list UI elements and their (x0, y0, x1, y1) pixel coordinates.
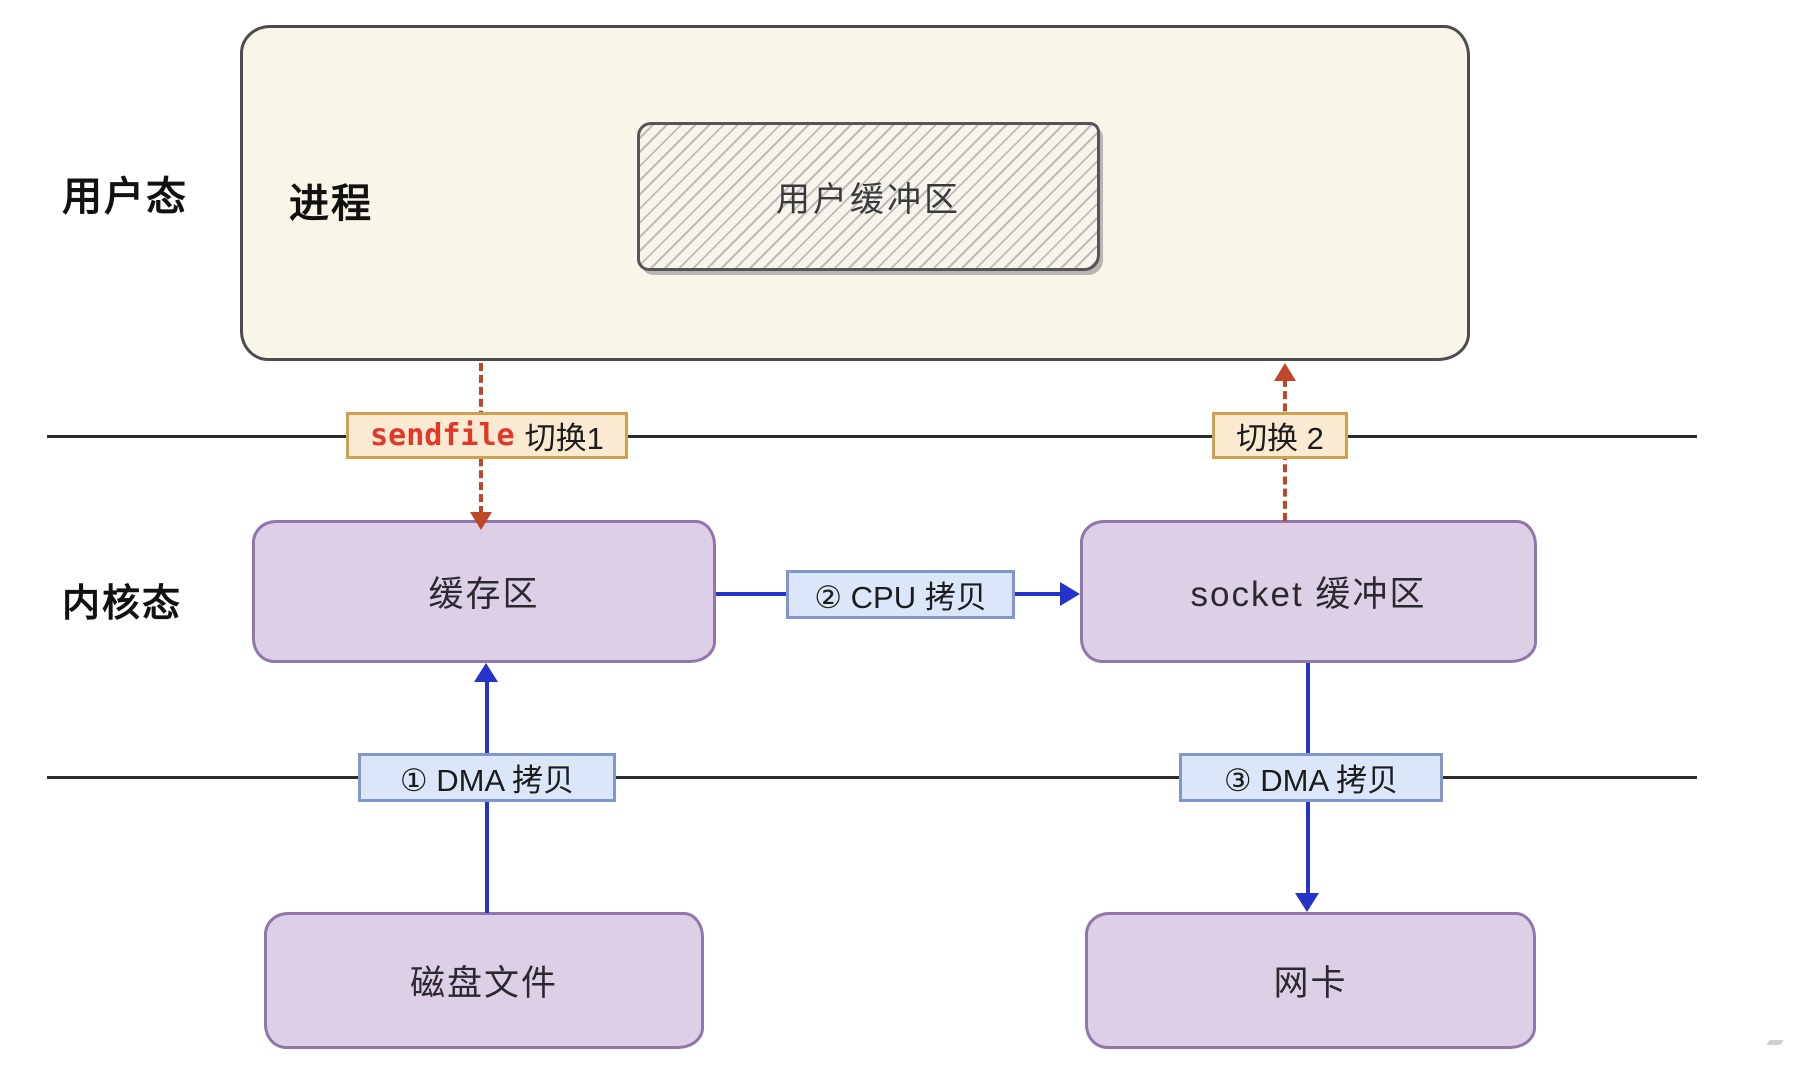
kernel-buffer-box: 缓存区 (252, 520, 716, 663)
sendfile-code-label: sendfile (370, 418, 515, 453)
dma-copy-1-label: ① DMA 拷贝 (399, 763, 575, 798)
disk-file-box: 磁盘文件 (264, 912, 704, 1049)
dma1-arrowhead-up-icon (474, 663, 498, 682)
user-buffer-label: 用户缓冲区 (776, 181, 961, 219)
dma-copy-3-badge: ③ DMA 拷贝 (1179, 753, 1443, 802)
user-mode-label: 用户态 (62, 175, 188, 219)
switch2-badge: 切换 2 (1212, 412, 1348, 459)
socket-buffer-box: socket 缓冲区 (1080, 520, 1537, 663)
switch2-label: 切换 2 (1236, 421, 1324, 456)
user-kernel-boundary-line (47, 435, 1697, 438)
kernel-mode-label: 内核态 (62, 583, 183, 625)
switch1-arrowhead-down-icon (470, 512, 492, 530)
disk-file-label: 磁盘文件 (409, 964, 558, 1003)
switch1-label: 切换1 (524, 421, 604, 456)
nic-box: 网卡 (1085, 912, 1536, 1049)
kernel-buffer-label: 缓存区 (428, 575, 540, 614)
cpu-copy-label: ② CPU 拷贝 (814, 580, 987, 615)
switch2-arrowhead-up-icon (1274, 363, 1296, 381)
kernel-hardware-boundary-line (47, 776, 1697, 779)
dma-copy-1-badge: ① DMA 拷贝 (358, 753, 616, 802)
dma-copy-3-label: ③ DMA 拷贝 (1223, 763, 1399, 798)
dma3-arrowhead-down-icon (1295, 893, 1319, 912)
cpu-copy-badge: ② CPU 拷贝 (786, 570, 1015, 619)
socket-buffer-label: socket 缓冲区 (1190, 575, 1427, 614)
cpu-copy-arrowhead-right-icon (1060, 582, 1080, 606)
sendfile-switch1-badge: sendfile 切换1 (346, 412, 628, 459)
nic-label: 网卡 (1273, 964, 1348, 1003)
process-label: 进程 (289, 182, 373, 226)
user-buffer-box: 用户缓冲区 (637, 122, 1100, 271)
corner-smudge (1766, 1040, 1784, 1045)
process-box: 进程 用户缓冲区 (240, 25, 1470, 361)
